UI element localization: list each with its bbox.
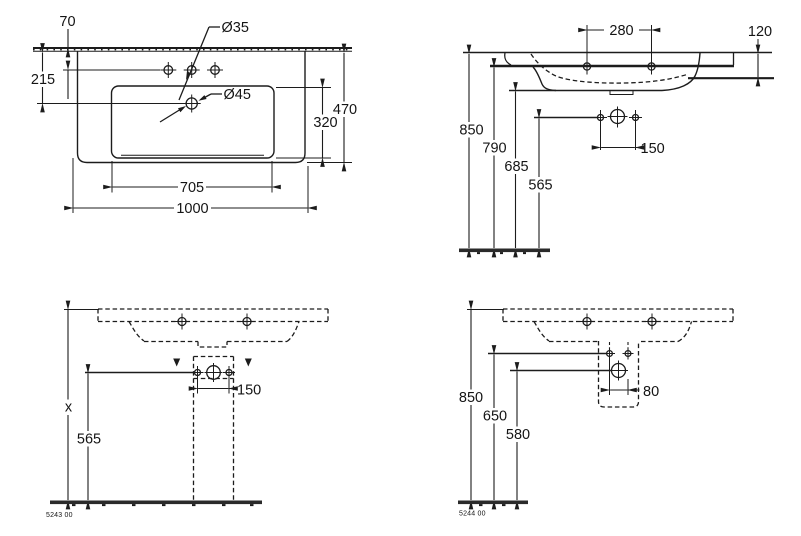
screw-arrow-right xyxy=(244,358,252,367)
dim-label-470: 470 xyxy=(333,102,357,118)
siphon-cover-hidden xyxy=(597,341,640,408)
bowl-hidden-contour xyxy=(530,53,688,84)
fitting-small-right xyxy=(223,366,235,379)
fitting-drain-center xyxy=(607,106,628,128)
drain-hole xyxy=(37,94,201,113)
bowl-outline xyxy=(110,85,275,159)
dim-label-150: 150 xyxy=(237,383,261,399)
dim-label-705: 705 xyxy=(180,180,204,196)
dim-label-150: 150 xyxy=(641,141,665,157)
leader-faucet-diameter: Ø35 xyxy=(178,20,249,101)
plan-view: 70 215 Ø35 Ø45 320 470 xyxy=(29,14,359,217)
dim-label-850: 850 xyxy=(459,390,483,406)
fitting-small-right xyxy=(629,110,642,125)
faucet-hole-right xyxy=(207,62,223,78)
pedestal-view: x 565 150 5243 00 xyxy=(46,300,329,519)
dim-label-580: 580 xyxy=(506,427,530,443)
dim-label-80: 80 xyxy=(643,384,659,400)
fitting-small-left xyxy=(594,110,607,125)
dim-label-320: 320 xyxy=(313,115,337,131)
dim-label-70: 70 xyxy=(59,14,75,30)
fitting-drain-center xyxy=(204,363,223,382)
screw-arrow-left xyxy=(173,358,181,367)
mount-hole-right xyxy=(644,25,659,75)
mount-hole-right xyxy=(645,313,659,330)
floor-line xyxy=(50,500,262,505)
bowl-left-hidden xyxy=(128,321,145,342)
model-code: 5244 00 xyxy=(459,511,486,518)
dim-label-120: 120 xyxy=(748,24,772,40)
dim-label-650: 650 xyxy=(483,409,507,425)
bowl-front-curve xyxy=(532,66,557,92)
fitting-small-left xyxy=(191,366,204,379)
dim-label-790: 790 xyxy=(482,141,506,157)
siphon-view: 80 850 650 580 5244 00 xyxy=(457,300,734,518)
dim-label-1000: 1000 xyxy=(176,201,208,217)
faucet-holes xyxy=(63,62,223,78)
drain-boss-hidden xyxy=(197,341,228,348)
dim-label-x: x xyxy=(65,400,73,416)
floor-line xyxy=(459,248,550,253)
dim-label-685: 685 xyxy=(504,159,528,175)
dim-label-565: 565 xyxy=(528,178,552,194)
mount-hole-left xyxy=(175,313,189,330)
dim-label-565: 565 xyxy=(77,432,101,448)
bowl-left-hidden xyxy=(533,321,550,342)
basin-right-curve xyxy=(661,52,701,92)
bowl-right-hidden xyxy=(677,321,693,343)
basin-outline xyxy=(76,51,306,164)
basin-left-edge xyxy=(504,52,512,66)
drain-outlet xyxy=(609,360,628,381)
faucet-hole-left xyxy=(160,62,177,78)
bowl-right-hidden xyxy=(286,321,300,343)
supply-fittings xyxy=(534,106,642,128)
mount-hole-left xyxy=(580,313,594,330)
screw-right xyxy=(622,348,634,360)
dim-label-280: 280 xyxy=(609,23,633,39)
dim-label-215: 215 xyxy=(31,72,55,88)
model-code: 5243 00 xyxy=(46,512,73,519)
mount-hole-right xyxy=(240,313,254,330)
drain-boss xyxy=(609,90,634,95)
floor-line xyxy=(458,500,528,505)
leader-drain-diameter: Ø45 xyxy=(159,87,251,123)
dim-label-850: 850 xyxy=(459,123,483,139)
dim-label-dia35: Ø35 xyxy=(222,20,249,36)
side-view: 280 120 150 850 790 685 565 xyxy=(457,22,774,258)
dim-label-dia45: Ø45 xyxy=(224,87,251,103)
